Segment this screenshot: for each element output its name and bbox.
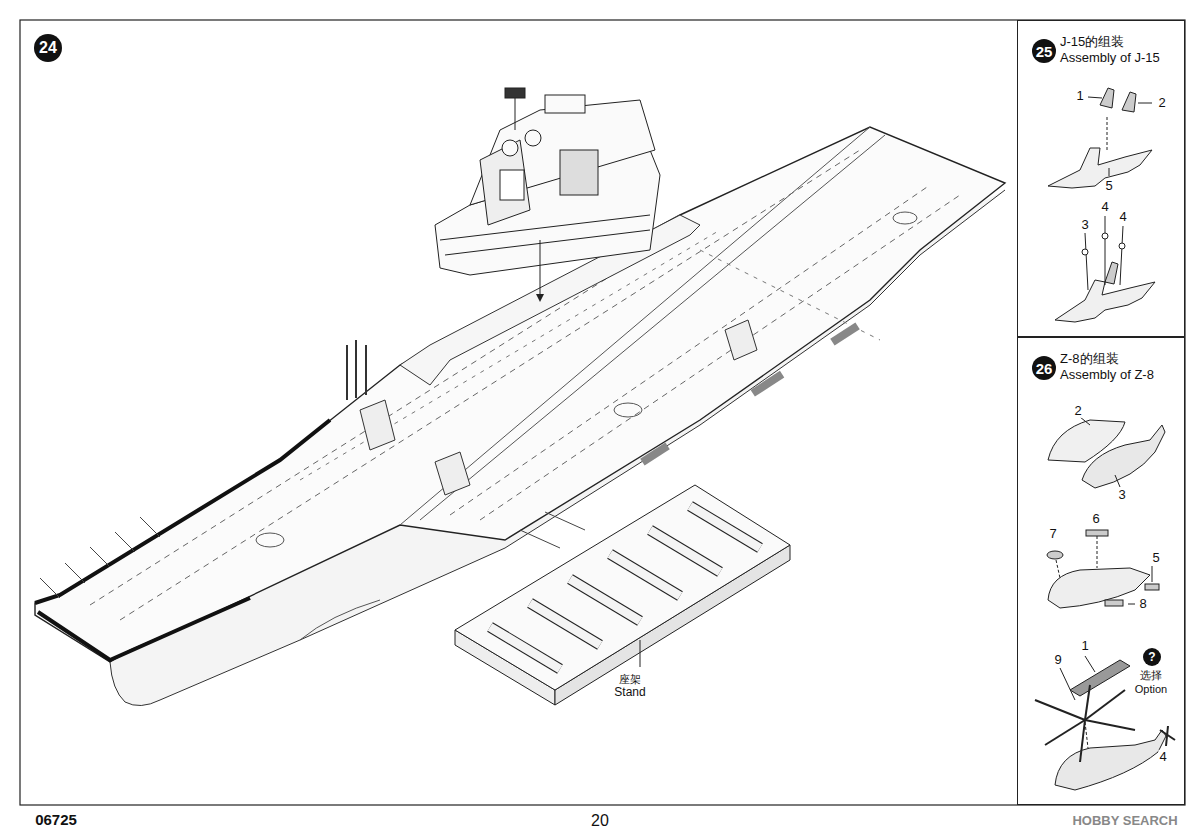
callout-number: 4 — [1118, 210, 1127, 224]
stand-label: Stand — [614, 686, 645, 699]
step-number-text: 24 — [39, 40, 57, 56]
callout-number: 1 — [1075, 89, 1084, 103]
watermark: HOBBY SEARCH — [1072, 814, 1177, 828]
callout-number: 1 — [1080, 639, 1089, 653]
callout-number: 5 — [1151, 551, 1160, 565]
step-number-text: 26 — [1036, 361, 1053, 376]
option-label: Option — [1135, 683, 1167, 695]
option-label: 选择 — [1140, 669, 1162, 681]
step-number: 26 — [1032, 356, 1056, 380]
kit-number: 06725 — [35, 812, 77, 829]
callout-number: 4 — [1158, 750, 1167, 764]
callout-number: 4 — [1100, 200, 1109, 214]
callout-number: 3 — [1117, 488, 1126, 502]
callout-number: 7 — [1048, 527, 1057, 541]
step-heading: Assembly of J-15 — [1060, 50, 1160, 65]
callout-number: 2 — [1073, 404, 1082, 418]
page-number: 20 — [591, 812, 609, 830]
step-number: 24 — [34, 34, 62, 62]
callout-number: 2 — [1157, 96, 1166, 110]
step-number: 25 — [1032, 39, 1056, 63]
callout-number: 8 — [1138, 597, 1147, 611]
stand-label: 座架 — [619, 673, 641, 685]
step-number: ? — [1143, 648, 1161, 666]
step-panel: J-15的组装Assembly of J-1525 — [1017, 20, 1185, 337]
step-number-text: 25 — [1036, 44, 1053, 59]
step-number-text: ? — [1148, 651, 1155, 663]
step-panel: Z-8的组装Assembly of Z-826? — [1017, 337, 1185, 805]
step-heading: Z-8的组装 — [1060, 350, 1119, 368]
step-heading: Assembly of Z-8 — [1060, 367, 1154, 382]
callout-number: 3 — [1080, 218, 1089, 232]
step-heading: J-15的组装 — [1060, 33, 1124, 51]
callout-number: 5 — [1104, 179, 1113, 193]
callout-number: 9 — [1053, 653, 1062, 667]
callout-number: 6 — [1091, 512, 1100, 526]
